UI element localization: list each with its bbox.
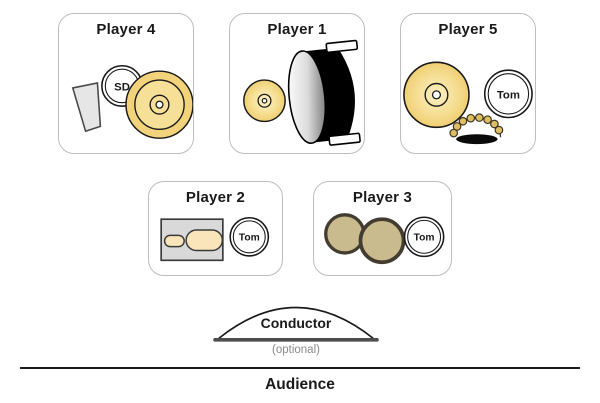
audience-divider-line [20, 367, 580, 369]
felt-wedge-icon [71, 82, 102, 133]
player-box-2: Tom Player 2 [148, 181, 283, 276]
wood-block-icon [160, 218, 224, 262]
player-box-5: Tom Player 5 [400, 13, 536, 154]
conductor-dome-icon [213, 306, 379, 342]
player5-title: Player 5 [438, 21, 498, 38]
audience-label: Audience [265, 376, 335, 393]
player-box-3: Tom Player 3 [313, 181, 452, 276]
player-box-1: Player 1 [229, 13, 365, 154]
tom-drum-icon: Tom [229, 216, 270, 257]
tom-drum-label: Tom [497, 89, 520, 101]
tom-drum-icon: Tom [403, 216, 445, 258]
tom-drum-label: Tom [239, 233, 260, 244]
tambourine-icon [449, 113, 504, 145]
player2-title: Player 2 [185, 189, 246, 206]
player3-instruments: Tom [324, 213, 445, 265]
player1-title: Player 1 [267, 21, 327, 38]
player2-instruments: Tom [160, 216, 270, 262]
bass-drum-icon [287, 39, 361, 146]
player3-title: Player 3 [352, 189, 413, 206]
tom-drum-icon: Tom [483, 69, 533, 119]
hand-drums-icon [324, 213, 406, 265]
small-cymbal-icon [243, 79, 286, 123]
player1-instruments [243, 39, 361, 146]
player4-instruments: SD [71, 64, 193, 139]
player-box-4: SD Player 4 [58, 13, 194, 154]
conductor-label: Conductor [260, 315, 332, 331]
suspended-cymbal-icon [125, 70, 193, 139]
conductor-optional-note: (optional) [272, 344, 320, 356]
tom-drum-label: Tom [414, 233, 435, 244]
player4-title: Player 4 [96, 21, 156, 38]
snare-drum-label: SD [114, 81, 130, 93]
conductor-position: Conductor (optional) [208, 300, 384, 362]
player5-instruments: Tom [403, 61, 533, 145]
suspended-cymbal-icon [403, 61, 470, 129]
